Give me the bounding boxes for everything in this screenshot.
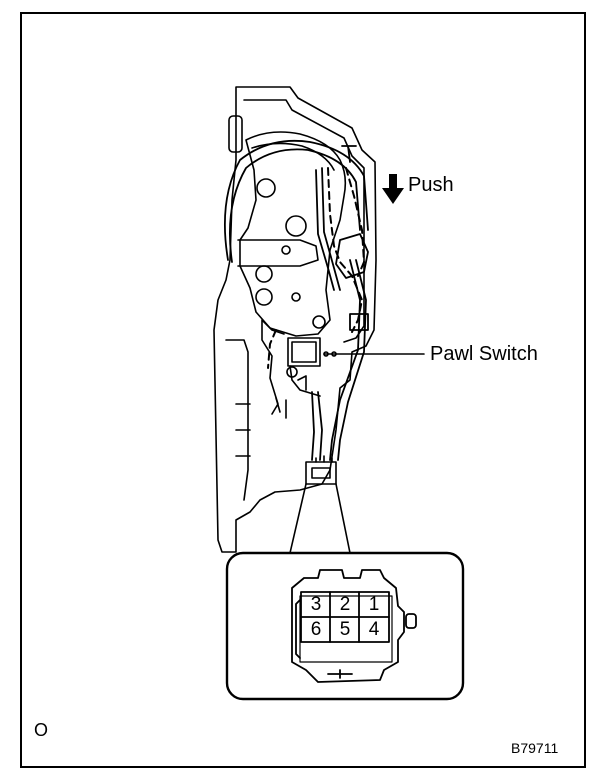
connector-pin-4: 4: [368, 619, 380, 640]
connector-leader: [289, 483, 351, 554]
illustration-frame: [20, 12, 586, 768]
push-label: Push: [408, 174, 454, 196]
connector-pin-6: 6: [310, 619, 322, 640]
corner-mark: O: [34, 720, 49, 740]
lock-housing: [213, 86, 377, 553]
pawl-switch-label: Pawl Switch: [430, 343, 538, 365]
connector-pin-2: 2: [339, 594, 351, 615]
connector-pin-3: 3: [310, 594, 322, 615]
pawl-switch: [261, 319, 337, 419]
connector-pin-5: 5: [339, 619, 351, 640]
harness-connector: [305, 455, 337, 485]
figure-id: B79711: [511, 740, 559, 756]
connector-pin-1: 1: [368, 594, 380, 615]
connector-face: [291, 569, 417, 683]
connector-detail-box: [225, 551, 465, 701]
wire-harness: [224, 139, 369, 461]
push-arrow-icon: [382, 174, 404, 204]
